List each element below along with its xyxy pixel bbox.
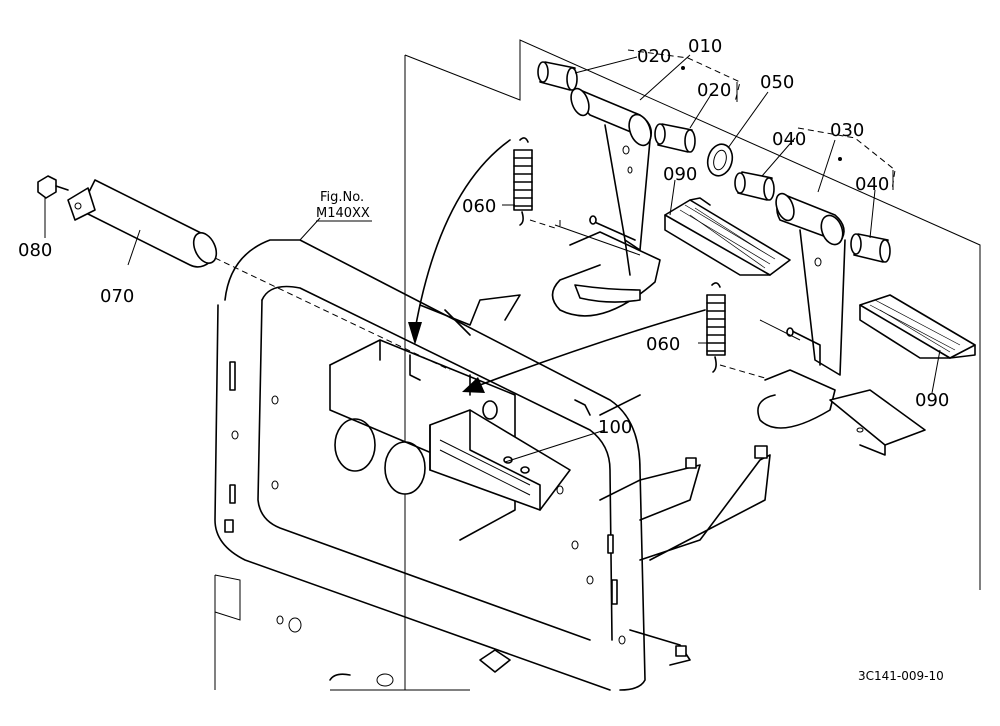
fig-no-label: Fig.No. <box>320 190 364 205</box>
part-010-pedal-arm <box>551 87 661 317</box>
figure-reference: Fig.No. M140XX <box>316 190 372 222</box>
spring-install-arrows <box>408 139 706 393</box>
part-070-pin <box>67 179 218 268</box>
label-090-lower: 090 <box>915 390 949 411</box>
label-100: 100 <box>598 417 632 438</box>
group-bracket-010 <box>627 49 741 103</box>
label-020-lower: 020 <box>697 80 731 101</box>
pin-axis-line <box>214 257 451 371</box>
assembly-lines <box>529 219 801 379</box>
part-060-spring-upper <box>513 137 533 226</box>
parts-020-bushings <box>537 61 696 153</box>
label-010: 010 <box>688 36 722 57</box>
leader-lines <box>44 54 941 463</box>
label-060-upper: 060 <box>462 196 496 217</box>
label-040-upper: 040 <box>772 129 806 150</box>
lower-bracket-arm <box>574 394 771 666</box>
part-labels: 020 010 020 050 030 040 040 090 060 060 … <box>18 36 949 438</box>
label-030: 030 <box>830 120 864 141</box>
group-bracket-030 <box>797 127 896 191</box>
parts-040-bushings <box>734 171 891 263</box>
main-frame <box>214 239 646 691</box>
drawing-code: 3C141-009-10 <box>858 669 944 683</box>
label-080: 080 <box>18 240 52 261</box>
label-020-upper: 020 <box>637 46 671 67</box>
part-030-pedal-arm <box>757 192 926 456</box>
part-100-slotted-bar <box>429 409 571 511</box>
fig-no-value: M140XX <box>316 206 370 221</box>
part-050-washer <box>706 143 734 177</box>
part-080-bolt <box>37 175 69 199</box>
label-060-lower: 060 <box>646 334 680 355</box>
inner-bracket <box>329 294 521 541</box>
part-060-spring-lower <box>706 282 726 373</box>
label-070: 070 <box>100 286 134 307</box>
part-090-footpad-upper <box>664 197 791 276</box>
label-050: 050 <box>760 72 794 93</box>
background-panel <box>214 39 981 691</box>
part-090-footpad-lower <box>859 294 976 359</box>
label-090-upper: 090 <box>663 164 697 185</box>
label-040-lower: 040 <box>855 174 889 195</box>
